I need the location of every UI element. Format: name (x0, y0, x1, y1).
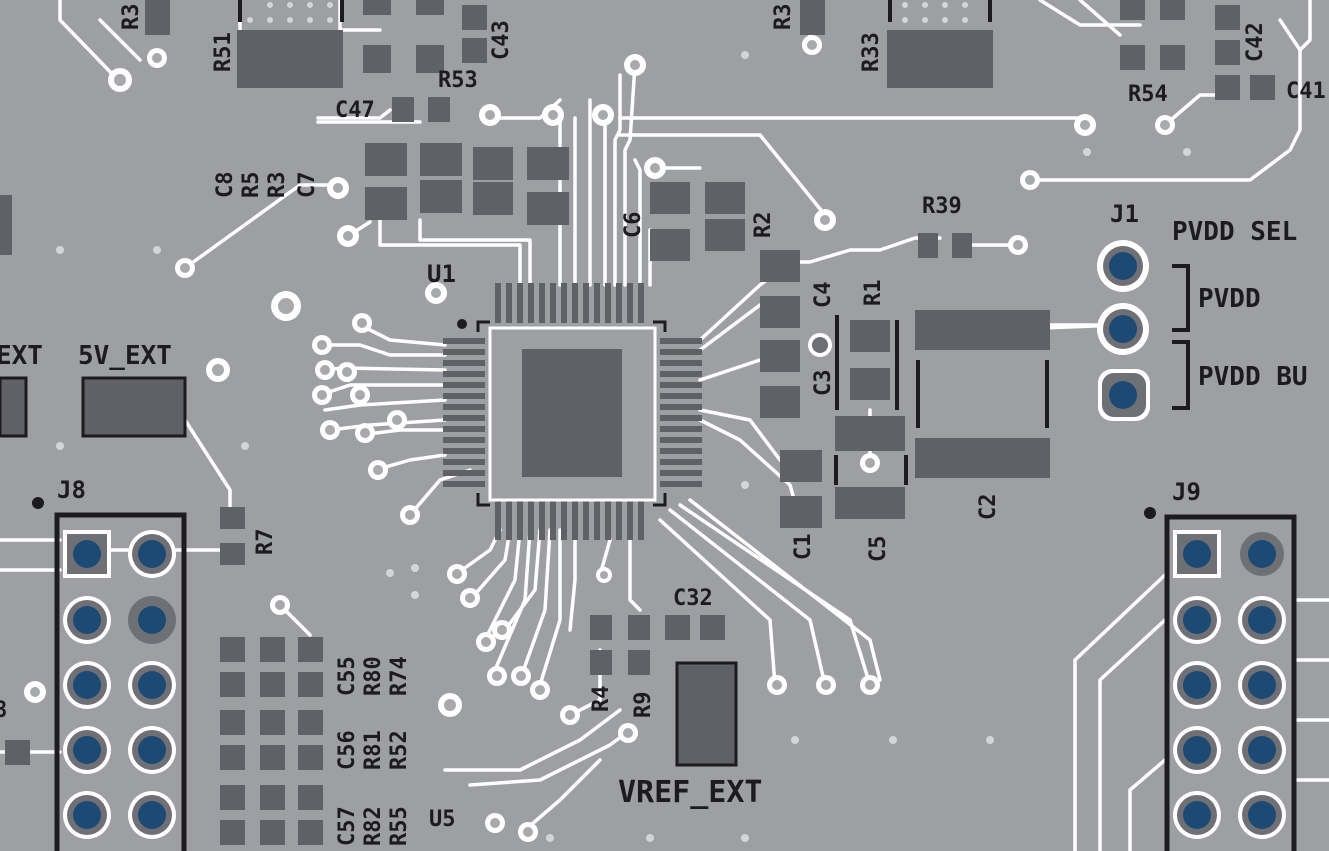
label-r81: R81 (361, 730, 386, 770)
ext-pads (0, 376, 738, 767)
label-c43: C43 (489, 20, 514, 60)
label-r74: R74 (387, 656, 412, 696)
label-r33: R33 (859, 32, 884, 72)
label-c4: C4 (811, 282, 836, 309)
label-c57: C57 (335, 806, 360, 846)
label-r9: R9 (631, 692, 656, 719)
label-pvdd: PVDD (1198, 284, 1261, 314)
label-r5: R5 (239, 172, 264, 199)
label-j9: J9 (1172, 478, 1201, 506)
label-r4: R4 (589, 686, 614, 713)
label-c5: C5 (866, 536, 891, 563)
label-c32: C32 (673, 586, 713, 611)
label-c3: C3 (811, 370, 836, 397)
label-c42: C42 (1243, 22, 1268, 62)
label-c55: C55 (335, 656, 360, 696)
label-u5: U5 (429, 807, 456, 832)
label-r7: R7 (253, 529, 278, 556)
pin1-marker (457, 319, 467, 329)
j8-header (32, 497, 187, 851)
silkscreen-labels: U1 U5 J1 J8 J9 PVDD SEL PVDD PVDD BU 5V_… (0, 4, 1326, 847)
label-j8: J8 (57, 476, 86, 504)
u1-ic (443, 283, 702, 540)
label-j1: J1 (1110, 200, 1139, 228)
label-fragment-8: 8 (0, 698, 7, 723)
label-r54: R54 (1128, 82, 1168, 107)
passive-pads (0, 0, 1275, 845)
label-5v-ext: 5V_EXT (78, 341, 172, 371)
label-r51: R51 (211, 32, 236, 72)
label-r2: R2 (751, 212, 776, 239)
label-c56: C56 (335, 730, 360, 770)
label-r3-top-mid: R3 (771, 4, 796, 31)
j8-pin1-dot (32, 497, 44, 509)
label-c7: C7 (295, 172, 320, 199)
label-r39: R39 (922, 194, 962, 219)
label-pvdd-bu: PVDD BU (1198, 362, 1308, 392)
label-c41: C41 (1286, 79, 1326, 104)
label-c8: C8 (213, 172, 238, 199)
j9-pin1-dot (1144, 507, 1156, 519)
label-r53: R53 (438, 68, 478, 93)
silk-outlines (238, 0, 1190, 485)
label-c47: C47 (335, 98, 375, 123)
label-c6: C6 (621, 212, 646, 239)
label-vref-ext: VREF_EXT (618, 775, 763, 810)
label-r3: R3 (265, 172, 290, 199)
label-r3-top-left: R3 (119, 4, 144, 31)
j1-header (1097, 240, 1150, 421)
label-r80: R80 (361, 656, 386, 696)
label-r1: R1 (861, 280, 886, 307)
u1-thermal-pad (522, 349, 622, 477)
label-c1: C1 (791, 534, 816, 561)
label-c2: C2 (976, 494, 1001, 521)
j9-header (1144, 507, 1297, 851)
label-u1: U1 (427, 260, 456, 288)
label-pvdd-sel: PVDD SEL (1172, 217, 1297, 247)
label-ext-left: EXT (0, 341, 43, 371)
label-r52: R52 (387, 730, 412, 770)
label-r82: R82 (361, 806, 386, 846)
label-r55: R55 (387, 806, 412, 846)
vias (24, 2, 1191, 842)
